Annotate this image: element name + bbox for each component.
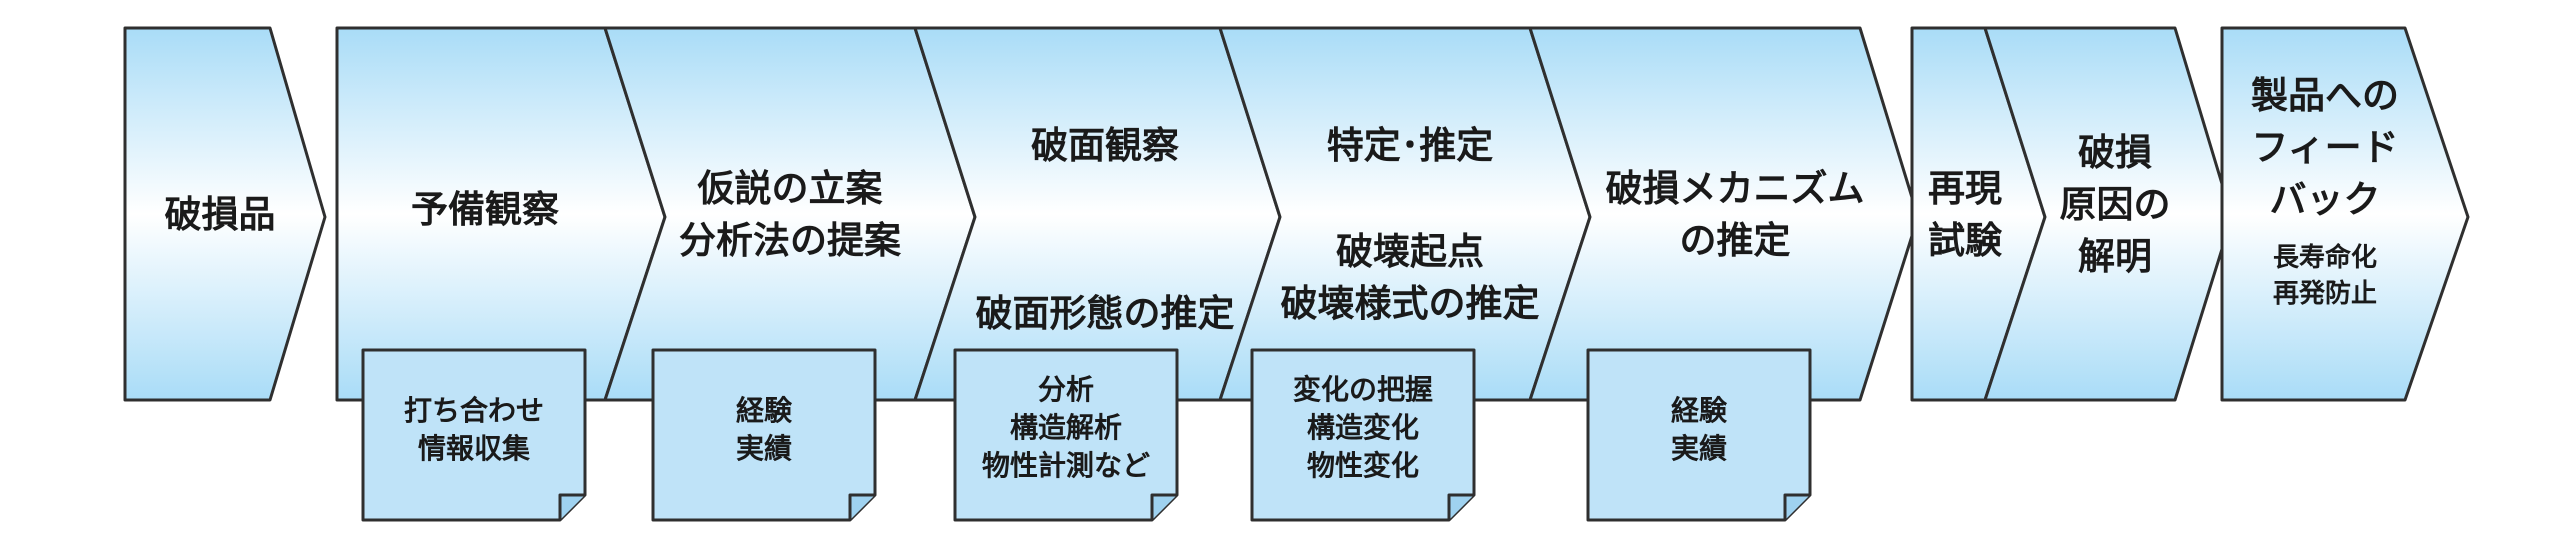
step-7-text-2: 試験 <box>1928 219 2002 262</box>
step-9-text-3: バック <box>2269 178 2381 221</box>
step-8-text-2: 原因の <box>2059 183 2171 226</box>
step-7-label: 再現 試験 <box>1915 140 2015 290</box>
note-5-text-1: 経験 <box>1670 394 1727 427</box>
chevron-step-1 <box>123 26 327 402</box>
note-2-text-2: 実績 <box>735 432 792 465</box>
step-1-text: 破損品 <box>164 193 276 236</box>
note-4-text-3: 物性変化 <box>1306 449 1419 482</box>
note-3-text-2: 構造解析 <box>1009 411 1122 444</box>
note-3-text-3: 物性計測など <box>981 449 1150 482</box>
step-4-text-1: 破面観察 <box>1031 124 1179 167</box>
step-4-label: 破面観察 破面形態の推定 <box>955 120 1255 340</box>
note-1-label: 打ち合わせ 情報収集 <box>368 365 580 495</box>
note-2-text-1: 経験 <box>735 394 792 427</box>
step-6-text-1: 破損メカニズム <box>1605 167 1865 210</box>
note-5-label: 経験 実績 <box>1593 365 1805 495</box>
step-5-text-2: 破壊起点 <box>1336 230 1484 273</box>
chevron-step-8 <box>1983 26 2234 402</box>
step-9-label: 製品への フィード バック 長寿命化 再発防止 <box>2225 70 2425 360</box>
step-5-text-1: 特定･推定 <box>1326 124 1494 167</box>
step-9-sub-2: 再発防止 <box>2272 279 2377 309</box>
step-7-text-1: 再現 <box>1928 167 2002 210</box>
note-1-text-1: 打ち合わせ <box>403 394 544 427</box>
step-1-label: 破損品 <box>135 140 305 290</box>
note-card-3-fold <box>1150 493 1177 520</box>
note-card-2-fold <box>848 493 875 520</box>
step-2-text: 予備観察 <box>411 188 559 231</box>
note-4-text-2: 構造変化 <box>1306 411 1419 444</box>
note-card-5-fold <box>1783 493 1810 520</box>
step-5-label: 特定･推定 破壊起点 破壊様式の推定 <box>1255 120 1565 330</box>
step-6-text-2: の推定 <box>1679 219 1791 262</box>
step-9-text-2: フィード <box>2251 126 2399 169</box>
chevron-step-6 <box>1528 26 1920 402</box>
step-2-label: 予備観察 <box>355 140 615 280</box>
step-9-text-1: 製品への <box>2251 74 2399 117</box>
note-3-text-1: 分析 <box>1037 373 1094 406</box>
chevron-step-9 <box>2220 26 2470 402</box>
step-5-text-3: 破壊様式の推定 <box>1280 282 1540 325</box>
step-8-text-1: 破損 <box>2078 131 2152 174</box>
note-1-text-2: 情報収集 <box>417 432 530 465</box>
step-6-label: 破損メカニズム の推定 <box>1585 140 1885 290</box>
step-8-text-3: 解明 <box>2078 235 2152 278</box>
step-5-group: 破壊起点 破壊様式の推定 <box>1281 226 1540 330</box>
note-5-text-2: 実績 <box>1670 432 1727 465</box>
step-4-text-2: 破面形態の推定 <box>975 292 1235 335</box>
step-3-text-2: 分析法の提案 <box>679 219 901 262</box>
note-4-label: 変化の把握 構造変化 物性変化 <box>1252 358 1474 498</box>
note-4-text-1: 変化の把握 <box>1292 373 1433 406</box>
note-card-4-fold <box>1447 493 1474 520</box>
note-2-label: 経験 実績 <box>658 365 870 495</box>
step-3-label: 仮説の立案 分析法の提案 <box>650 140 930 290</box>
note-3-label: 分析 構造解析 物性計測など <box>955 358 1177 498</box>
step-8-label: 破損 原因の 解明 <box>2040 115 2190 295</box>
note-card-1-fold <box>558 493 585 520</box>
step-9-sub-1: 長寿命化 <box>2272 243 2377 273</box>
step-3-text-1: 仮説の立案 <box>697 167 883 210</box>
